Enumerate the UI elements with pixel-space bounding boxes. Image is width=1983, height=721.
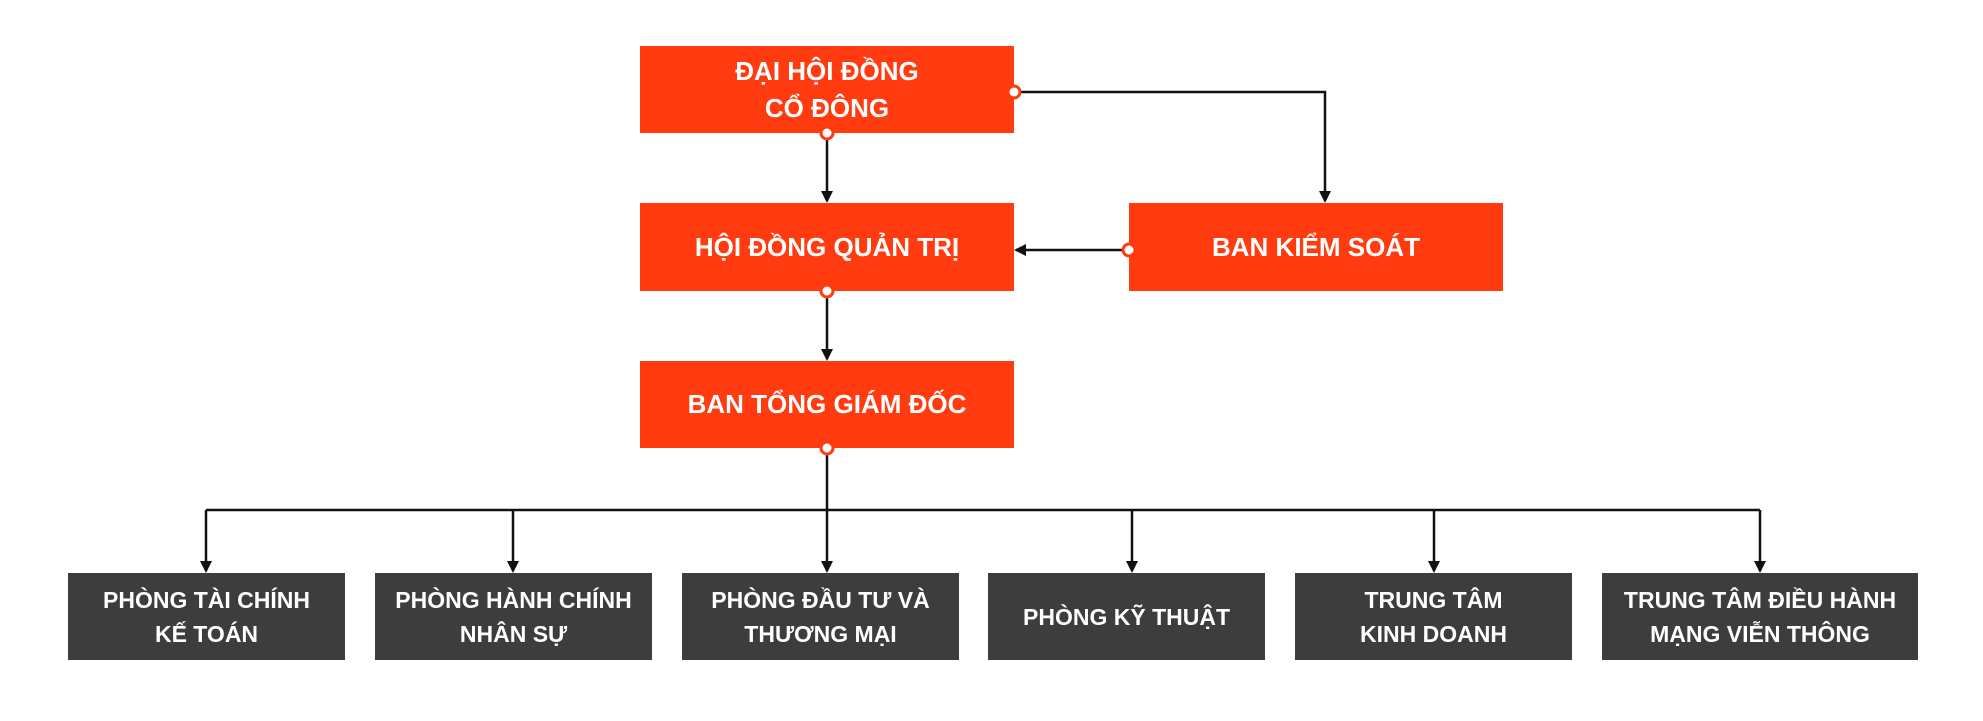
department-box-finance-accounting: PHÒNG TÀI CHÍNH KẾ TOÁN [68, 573, 345, 660]
general-meeting-label: ĐẠI HỘI ĐỒNG CỔ ĐÔNG [735, 55, 919, 123]
general-meeting-box: ĐẠI HỘI ĐỒNG CỔ ĐÔNG [640, 46, 1014, 133]
department-box-admin-hr: PHÒNG HÀNH CHÍNH NHÂN SỰ [375, 573, 652, 660]
executive-board-box: BAN TỔNG GIÁM ĐỐC [640, 361, 1014, 448]
department-box-technical: PHÒNG KỸ THUẬT [988, 573, 1265, 660]
executive-board-label: BAN TỔNG GIÁM ĐỐC [687, 389, 967, 419]
board-of-directors-label: HỘI ĐỒNG QUẢN TRỊ [694, 231, 960, 262]
department-box-telecom-operations-center: TRUNG TÂM ĐIỀU HÀNH MẠNG VIỄN THÔNG [1602, 573, 1918, 660]
department-label: TRUNG TÂM KINH DOANH [1360, 586, 1507, 647]
supervisory-board-label: BAN KIỂM SOÁT [1212, 231, 1420, 262]
department-label: PHÒNG TÀI CHÍNH KẾ TOÁN [103, 586, 310, 647]
supervisory-board-box: BAN KIỂM SOÁT [1129, 203, 1503, 291]
department-label: TRUNG TÂM ĐIỀU HÀNH MẠNG VIỄN THÔNG [1623, 586, 1897, 647]
department-box-business-center: TRUNG TÂM KINH DOANH [1295, 573, 1572, 660]
department-label: PHÒNG KỸ THUẬT [1023, 603, 1230, 630]
department-label: PHÒNG ĐẦU TƯ VÀ THƯƠNG MẠI [711, 586, 930, 647]
board-of-directors-box: HỘI ĐỒNG QUẢN TRỊ [640, 203, 1014, 291]
department-label: PHÒNG HÀNH CHÍNH NHÂN SỰ [395, 586, 632, 647]
connector-general-meeting-to-supervisory [1014, 90, 1331, 203]
department-box-investment-trade: PHÒNG ĐẦU TƯ VÀ THƯƠNG MẠI [682, 573, 959, 660]
